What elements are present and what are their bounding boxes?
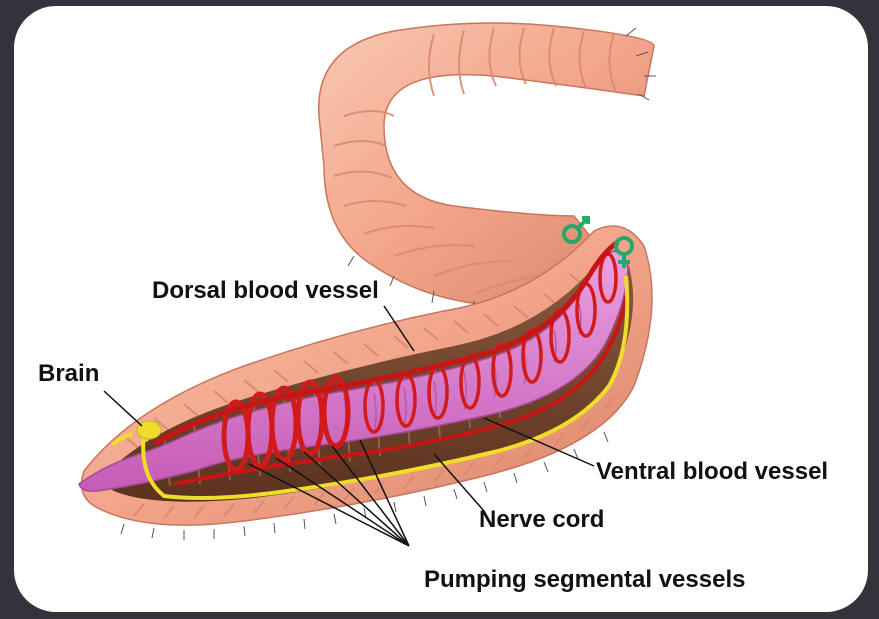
leader-brain: [104, 391, 142, 426]
label-brain: Brain: [38, 362, 99, 386]
diagram-card: Dorsal blood vessel Brain Ventral blood …: [14, 6, 868, 612]
earthworm-illustration: [14, 6, 868, 612]
label-nerve-cord: Nerve cord: [479, 508, 604, 532]
label-dorsal-blood-vessel: Dorsal blood vessel: [152, 279, 379, 303]
label-ventral-blood-vessel: Ventral blood vessel: [596, 460, 828, 484]
label-pumping-segmental-vessels: Pumping segmental vessels: [424, 568, 745, 592]
